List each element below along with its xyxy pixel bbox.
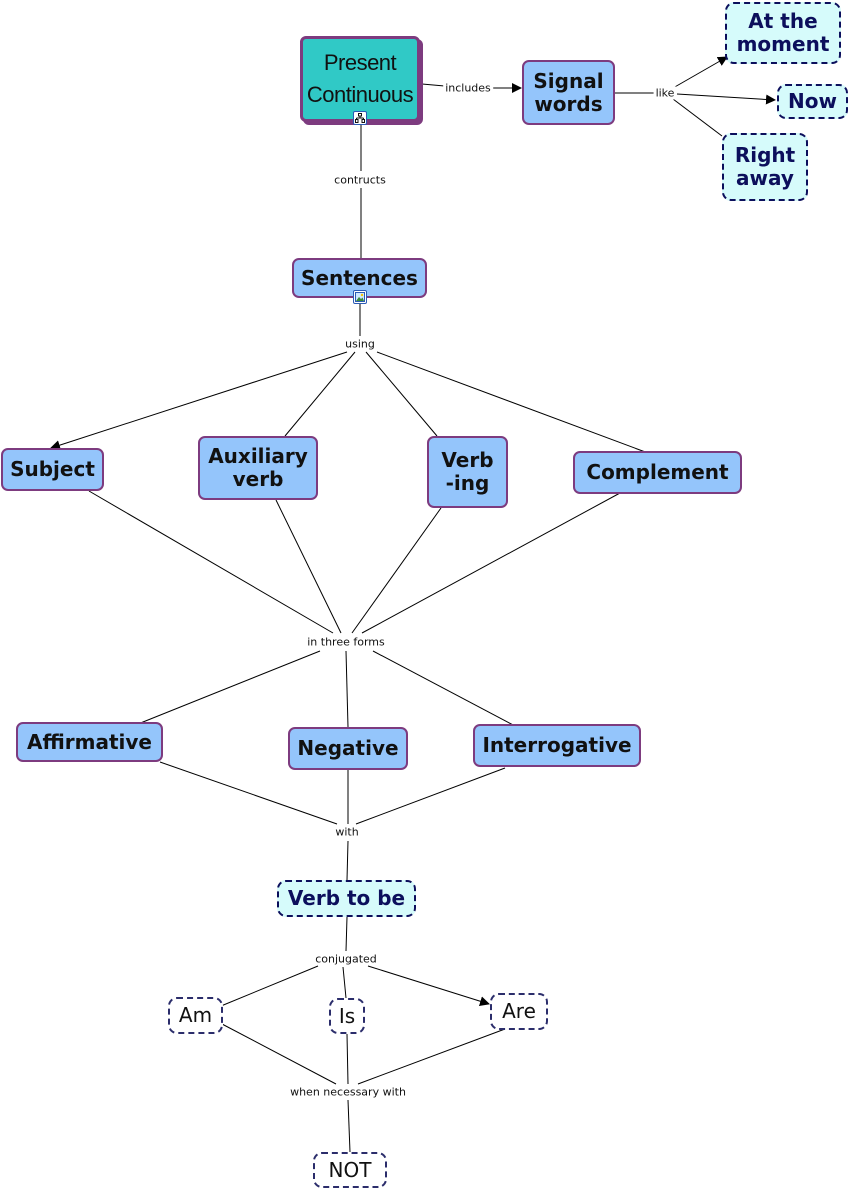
link-verbing-forms [351, 507, 442, 634]
link-using-verbing [365, 351, 438, 437]
link-subject-forms [88, 490, 334, 634]
link-forms-negative [345, 650, 349, 728]
node-verb-to-be[interactable]: Verb to be [277, 880, 416, 917]
node-auxiliary-verb[interactable]: Auxiliary verb [198, 436, 318, 500]
link-like-rightaway [672, 98, 723, 137]
node-at-the-moment[interactable]: At the moment [725, 2, 841, 64]
node-is[interactable]: Is [329, 998, 365, 1034]
node-verb-ing[interactable]: Verb -ing [427, 436, 508, 508]
hierarchy-icon[interactable] [353, 111, 367, 125]
link-are-when [357, 1028, 506, 1085]
link-using-subject [50, 351, 348, 450]
link-complement-forms [361, 492, 621, 634]
link-am-when [221, 1023, 337, 1085]
node-affirmative[interactable]: Affirmative [16, 722, 163, 762]
node-interrogative[interactable]: Interrogative [473, 724, 641, 767]
link-conjugated-is [342, 966, 347, 999]
node-subject[interactable]: Subject [1, 448, 104, 491]
image-icon[interactable] [353, 290, 367, 304]
link-conjugated-are [367, 965, 490, 1007]
node-am[interactable]: Am [168, 997, 223, 1034]
link-forms-interrogative [372, 650, 516, 727]
link-label-when-necessary-with: when necessary with [288, 1085, 408, 1099]
link-using-complement [376, 351, 649, 454]
link-label-includes: includes [443, 81, 493, 95]
node-signal-words[interactable]: Signal words [522, 60, 615, 125]
link-label-conjugated: conjugated [313, 952, 379, 966]
node-present-continuous[interactable]: Present Continuous [300, 36, 420, 122]
link-label-with: with [333, 825, 361, 839]
link-conjugated-am [220, 965, 319, 1007]
link-auxiliary-forms [275, 499, 342, 634]
link-label-in-three-forms: in three forms [305, 635, 387, 649]
link-with-verbtobe [346, 840, 349, 881]
link-verbtobe-conjugated [345, 916, 348, 952]
link-affirmative-with [159, 761, 338, 825]
link-label-using: using [343, 337, 377, 351]
node-right-away[interactable]: Right away [722, 133, 808, 201]
node-are[interactable]: Are [490, 993, 548, 1030]
node-not[interactable]: NOT [313, 1152, 387, 1188]
link-like-now [676, 93, 776, 105]
link-is-when [346, 1033, 349, 1085]
node-complement[interactable]: Complement [573, 451, 742, 494]
link-when-not [347, 1099, 351, 1153]
link-interrogative-with [355, 767, 506, 825]
link-label-like: like [653, 86, 677, 100]
node-now[interactable]: Now [777, 84, 848, 119]
link-using-auxiliary [284, 351, 356, 437]
link-forms-affirmative [137, 650, 321, 725]
link-label-contructs: contructs [332, 173, 388, 187]
node-negative[interactable]: Negative [288, 727, 408, 770]
link-like-atthemoment [672, 56, 728, 89]
